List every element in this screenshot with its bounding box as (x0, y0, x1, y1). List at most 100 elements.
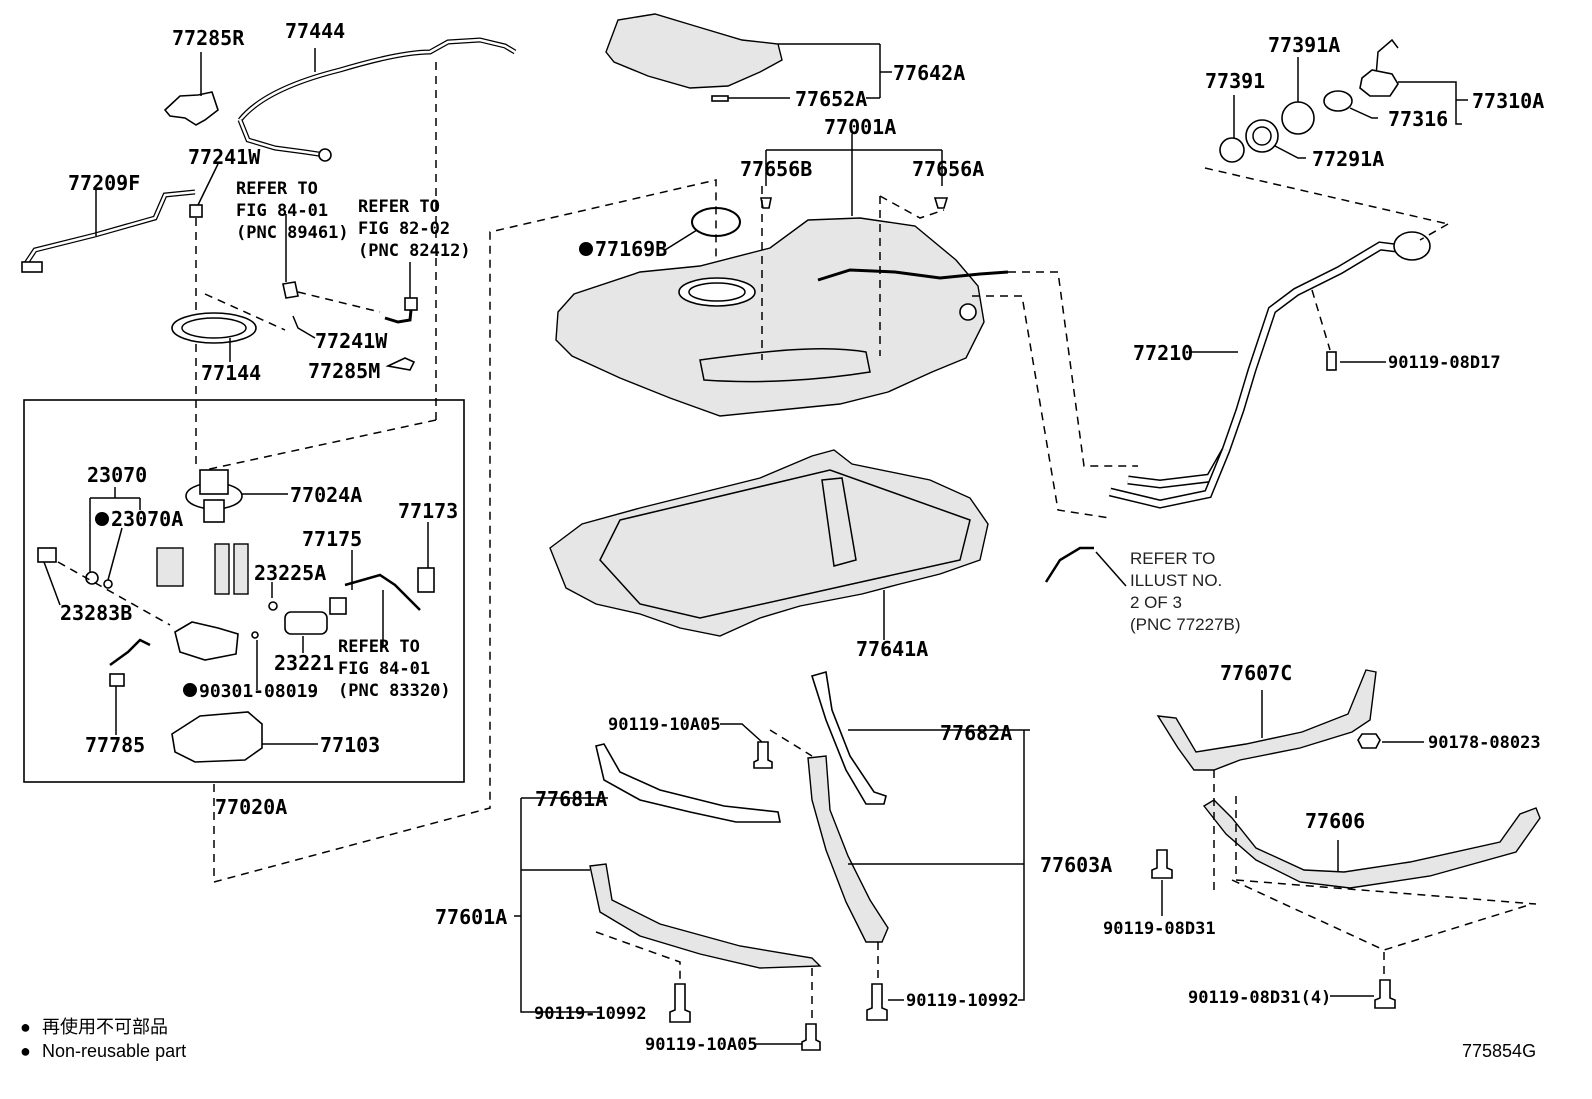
label-77241W-a: 77241W (188, 145, 261, 169)
label-23221: 23221 (274, 651, 334, 675)
pad-77681A (595, 743, 781, 823)
band-77606 (1202, 799, 1541, 889)
label-77209F: 77209F (68, 171, 140, 195)
label-77391A: 77391A (1268, 33, 1340, 57)
label-77210: 77210 (1133, 341, 1193, 365)
label-23283B: 23283B (60, 601, 132, 625)
label-90301-08019: 90301-08019 (199, 681, 318, 702)
protector-77642A (605, 13, 783, 89)
label-77173: 77173 (398, 499, 458, 523)
ref-fig-82-02: REFER TO FIG 82-02 (PNC 82412) (358, 197, 471, 261)
label-90178-08023: 90178-08023 (1428, 733, 1541, 753)
strap-77603A (807, 755, 889, 943)
legend-symbol-en: ● (20, 1041, 31, 1061)
harness-77785 (109, 638, 151, 667)
strap-77601A (589, 863, 822, 969)
label-77169B: 77169B (595, 237, 667, 261)
bracket-77285R (163, 91, 219, 126)
bolt-90119-08D17 (1326, 351, 1337, 371)
parts-group-tank (555, 13, 1138, 519)
clip-77241W-b (282, 281, 299, 299)
label-77652A: 77652A (795, 87, 867, 111)
filter-part (156, 547, 184, 587)
hose-77444 (238, 37, 517, 122)
label-77103: 77103 (320, 733, 380, 757)
label-77785: 77785 (85, 733, 145, 757)
sender-23283B (37, 547, 57, 563)
label-77316: 77316 (1388, 107, 1448, 131)
bolt-90119-08D31 (1151, 849, 1173, 879)
ref-fig-84-01-a: REFER TO FIG 84-01 (PNC 89461) (236, 179, 349, 243)
pad-77682A (810, 670, 887, 805)
label-77285M: 77285M (308, 359, 380, 383)
retainer-77291A (1245, 119, 1279, 153)
seal-77391 (1219, 137, 1245, 163)
sub-tank-77103 (171, 711, 263, 763)
bolt-90119-10992-b (866, 983, 888, 1021)
pump-motor-23221 (284, 611, 328, 635)
parts-group-top-left (21, 37, 517, 471)
label-77020A: 77020A (215, 795, 287, 819)
fuel-pump-assembly-box (23, 399, 465, 880)
label-90119-10A05-a: 90119-10A05 (608, 715, 721, 735)
label-90301-08019-group: 90301-08019 (183, 681, 318, 702)
fuel-tank-77001A (555, 217, 985, 417)
ref-fig-84-01-b: REFER TO FIG 84-01 (PNC 83320) (338, 637, 451, 701)
legend-text-jp: 再使用不可部品 (42, 1017, 168, 1037)
label-77607C: 77607C (1220, 661, 1292, 685)
assembly-box-77020A (23, 399, 465, 783)
label-77291A: 77291A (1312, 147, 1384, 171)
label-23225A: 23225A (254, 561, 326, 585)
diagram-code: 775854G (1462, 1041, 1536, 1061)
label-77175: 77175 (302, 527, 362, 551)
label-77681A: 77681A (535, 787, 607, 811)
bolt-90119-10A05-a (753, 741, 773, 769)
label-90119-08D17: 90119-08D17 (1388, 353, 1501, 373)
filler-pipe-77210 (1127, 241, 1413, 489)
parts-group-straps (514, 670, 1030, 1051)
label-77169B-group: 77169B (579, 237, 667, 261)
label-23070A: 23070A (111, 507, 183, 531)
non-reusable-marker (183, 683, 197, 697)
label-90119-08D31-4: 90119-08D31(4) (1188, 988, 1331, 1008)
label-77601A: 77601A (435, 905, 507, 929)
label-90119-10A05-b: 90119-10A05 (645, 1035, 758, 1055)
parts-group-filler (1044, 38, 1468, 587)
label-90119-10992-b: 90119-10992 (906, 991, 1019, 1011)
label-77310A: 77310A (1472, 89, 1544, 113)
pump-opening (678, 277, 756, 307)
label-77144: 77144 (201, 361, 261, 385)
bolt-90119-10A05-b (801, 1023, 821, 1051)
label-77285R: 77285R (172, 26, 245, 50)
label-77241W-b: 77241W (315, 329, 388, 353)
legend: ● 再使用不可部品 ● Non-reusable part (20, 1017, 186, 1061)
gasket-77316 (1323, 90, 1353, 112)
label-90119-08D31: 90119-08D31 (1103, 919, 1216, 939)
non-reusable-marker (95, 512, 109, 526)
nut-90178-08023 (1357, 733, 1381, 749)
legend-symbol-jp: ● (20, 1017, 31, 1037)
label-77024A: 77024A (290, 483, 362, 507)
seal-77391A (1281, 101, 1315, 135)
label-77641A: 77641A (856, 637, 928, 661)
part-77173 (417, 567, 435, 593)
legend-text-en: Non-reusable part (42, 1041, 186, 1061)
ref-illust-2-of-3: REFER TO ILLUST NO. 2 OF 3 (PNC 77227B) (1130, 549, 1241, 634)
label-77642A: 77642A (893, 61, 965, 85)
bolt-90119-08D31-4 (1374, 979, 1396, 1009)
gasket-77169B (691, 207, 741, 237)
clip-77652A (711, 95, 729, 102)
label-77603A: 77603A (1040, 853, 1112, 877)
label-77001A: 77001A (824, 115, 896, 139)
under-cover-77641A (549, 449, 989, 640)
harness-77175 (344, 573, 421, 611)
label-77391: 77391 (1205, 69, 1265, 93)
clip-77285M (385, 357, 416, 371)
reference-notes: REFER TO FIG 84-01 (PNC 89461) REFER TO … (236, 179, 1241, 701)
bolt-90119-10992-a (669, 983, 691, 1023)
clip-77241W-a (189, 204, 203, 218)
label-23070A-group: 23070A (95, 507, 183, 531)
label-90119-10992-a: 90119-10992 (534, 1004, 647, 1024)
label-23070: 23070 (87, 463, 147, 487)
